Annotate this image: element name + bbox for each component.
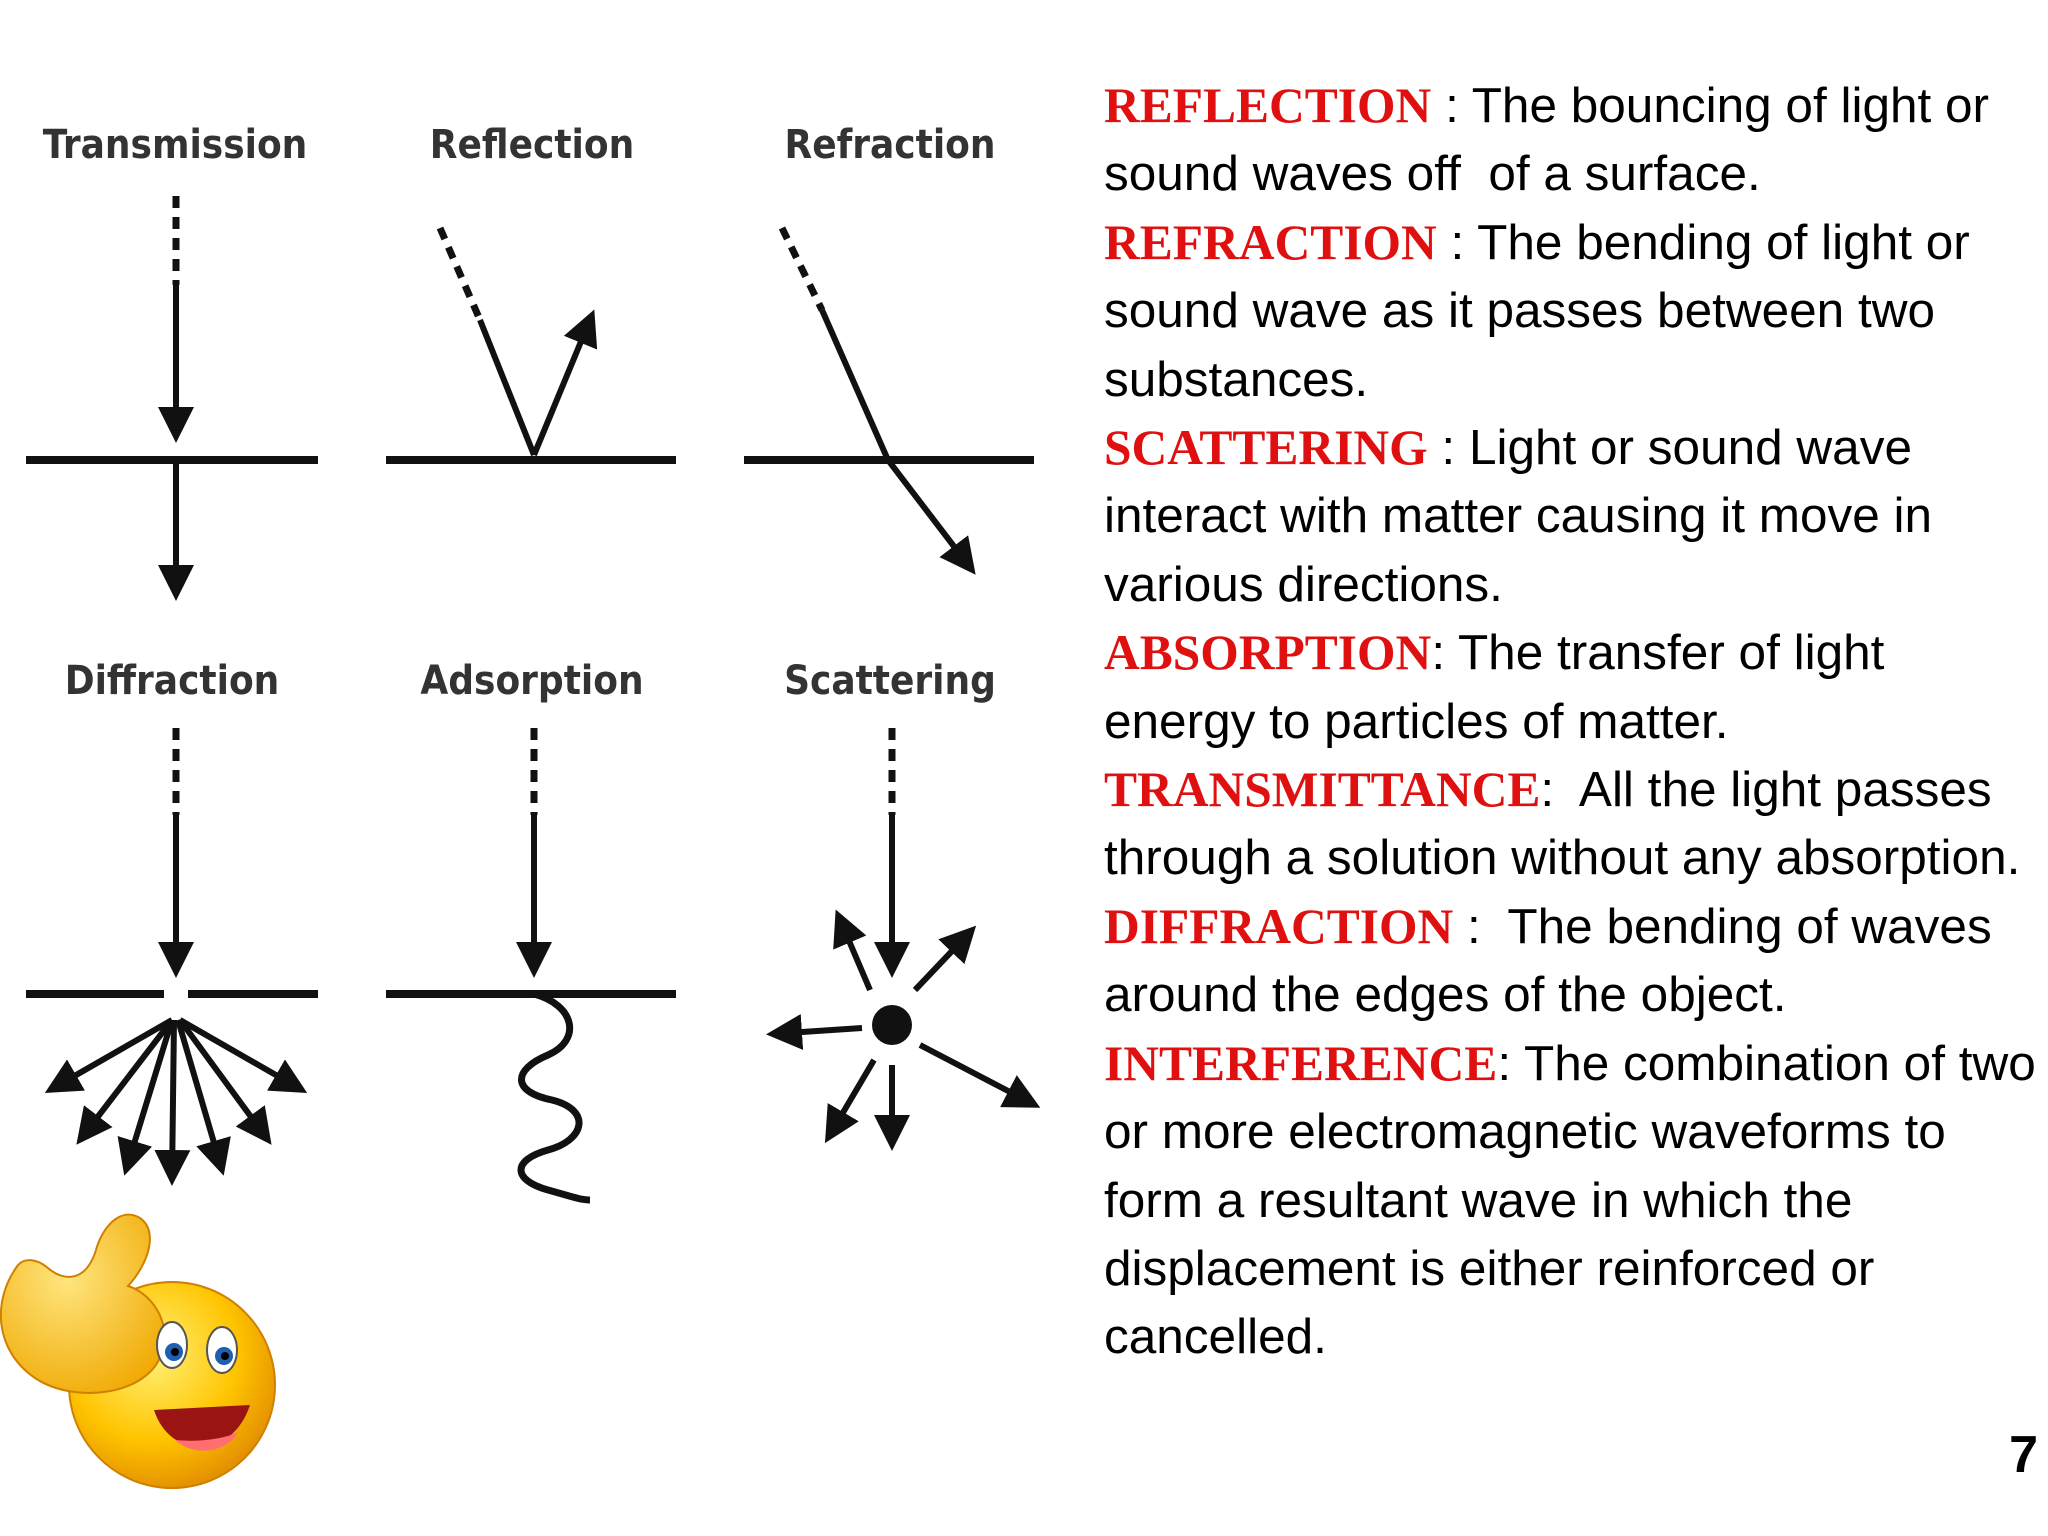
definition-reflection: REFLECTION : The bouncing of light or so… bbox=[1104, 72, 2044, 209]
definition-transmittance: TRANSMITTANCE: All the light passes thro… bbox=[1104, 756, 2044, 893]
definition-text: The bouncing of light or sound waves off… bbox=[1104, 78, 2003, 202]
definition-separator: : bbox=[1497, 1035, 1524, 1091]
definition-term: SCATTERING bbox=[1104, 420, 1428, 476]
adsorption-panel: Adsorption bbox=[386, 658, 676, 1204]
definition-term: REFRACTION bbox=[1104, 214, 1437, 270]
definition-term: DIFFRACTION bbox=[1104, 898, 1454, 954]
definition-separator: : bbox=[1436, 214, 1478, 270]
definition-term: ABSORPTION bbox=[1104, 625, 1432, 681]
reflection-label: Reflection bbox=[430, 122, 634, 168]
adsorption-label: Adsorption bbox=[420, 658, 643, 704]
definition-absorption: ABSORPTION: The transfer of light energy… bbox=[1104, 619, 2044, 756]
definition-scattering: SCATTERING : Light or sound wave interac… bbox=[1104, 414, 2044, 619]
reflection-dashed-ray bbox=[436, 226, 484, 322]
definition-term: REFLECTION bbox=[1104, 78, 1432, 133]
refraction-label: Refraction bbox=[784, 122, 995, 168]
definition-separator: : bbox=[1427, 420, 1469, 476]
definition-text: All the light passes through a solution … bbox=[1104, 762, 2021, 886]
transmission-label: Transmission bbox=[43, 122, 308, 168]
definition-text: Light or sound wave interact with matter… bbox=[1104, 420, 1946, 612]
definition-separator: : bbox=[1431, 625, 1458, 681]
adsorption-absorbed-wave bbox=[517, 990, 591, 1204]
diffraction-label: Diffraction bbox=[65, 658, 280, 704]
definition-interference: INTERFERENCE: The combination of two or … bbox=[1104, 1030, 2044, 1372]
definition-refraction: REFRACTION : The bending of light or sou… bbox=[1104, 209, 2044, 414]
definition-term: TRANSMITTANCE bbox=[1104, 762, 1541, 818]
definition-term: INTERFERENCE bbox=[1104, 1035, 1498, 1091]
scattering-particle bbox=[872, 1005, 912, 1045]
page-number: 7 bbox=[2009, 1426, 2038, 1484]
refraction-dashed-ray bbox=[778, 226, 826, 312]
scattering-label: Scattering bbox=[784, 658, 996, 704]
diffraction-panel: Diffraction bbox=[26, 658, 318, 1186]
refraction-refracted-arrow bbox=[885, 458, 976, 575]
thumbs-up-smiley-icon bbox=[0, 1213, 276, 1489]
scattering-panel: Scattering bbox=[766, 658, 1041, 1151]
reflection-panel: Reflection bbox=[386, 122, 676, 464]
definitions-list: REFLECTION : The bouncing of light or so… bbox=[1104, 72, 2044, 1372]
definition-text: The bending of light or sound wave as it… bbox=[1104, 214, 1984, 407]
definition-separator: : bbox=[1453, 898, 1508, 954]
definition-diffraction: DIFFRACTION : The bending of waves aroun… bbox=[1104, 893, 2044, 1030]
reflection-incident-ray bbox=[477, 318, 537, 457]
light-interaction-diagram: Transmission Reflection Refraction Diffr… bbox=[0, 122, 1041, 1489]
definition-separator: : bbox=[1540, 762, 1579, 818]
definition-separator: : bbox=[1431, 78, 1472, 133]
scattering-arrows bbox=[766, 909, 1041, 1151]
refraction-panel: Refraction bbox=[744, 122, 1034, 575]
definition-text: The transfer of light energy to particle… bbox=[1104, 625, 1899, 749]
definition-text: The combination of two or more electroma… bbox=[1104, 1035, 2036, 1365]
transmission-panel: Transmission bbox=[26, 122, 318, 601]
reflection-reflected-arrow bbox=[531, 309, 598, 457]
diffraction-spread-arrows bbox=[44, 1017, 308, 1186]
refraction-incident-ray bbox=[819, 308, 891, 462]
definition-text: The bending of waves around the edges of… bbox=[1104, 898, 2006, 1023]
